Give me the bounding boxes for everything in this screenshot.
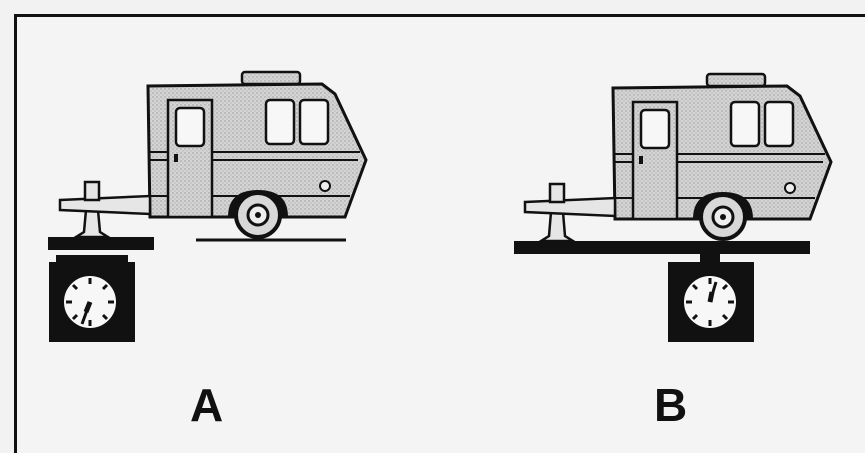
panel-a — [48, 72, 366, 342]
scale-platform-a — [48, 237, 154, 250]
panel-label-a: A — [190, 382, 223, 428]
trailer-a — [60, 72, 366, 237]
scale-dial-a — [63, 275, 117, 329]
trailer-b — [525, 74, 831, 239]
jack-stand-b — [541, 212, 573, 241]
panel-b — [514, 74, 831, 342]
scale-dial-b — [683, 275, 737, 329]
panel-label-b: B — [654, 382, 687, 428]
jack-stand-a — [76, 210, 108, 237]
scale-platform-b — [514, 241, 810, 254]
